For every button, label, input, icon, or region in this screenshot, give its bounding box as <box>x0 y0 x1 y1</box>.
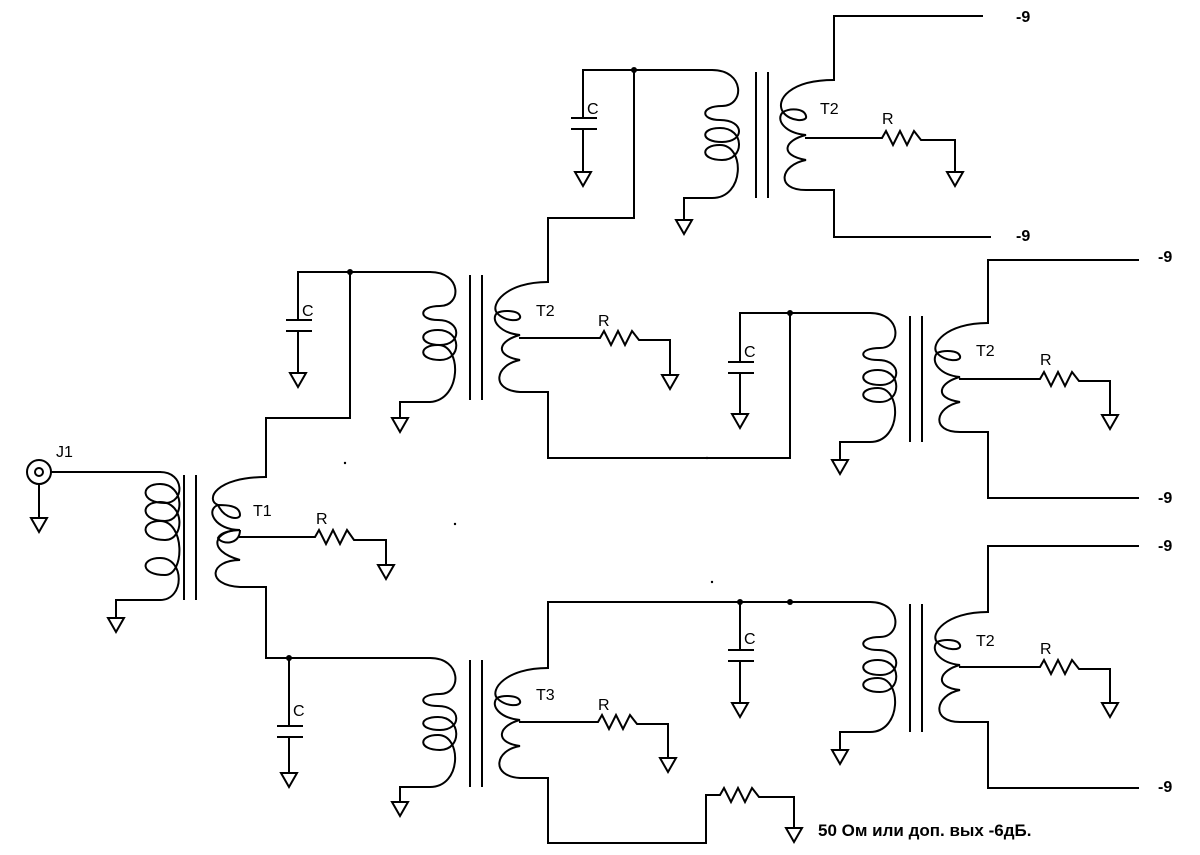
resistor-t2-top: R <box>805 111 965 189</box>
t2-bottom-right-label: T2 <box>976 633 995 650</box>
cap-label-mid: C <box>744 344 756 361</box>
jack-label: J1 <box>56 444 73 461</box>
transformer-t2-mid-right: C T2 <box>728 310 995 477</box>
output-label: -9 <box>1158 779 1172 796</box>
resistor-t2-upper: R <box>519 313 680 392</box>
res-label-top: R <box>882 111 894 128</box>
output-label: -9 <box>1158 249 1172 266</box>
t1-label: T1 <box>253 503 272 520</box>
res-label-t3: R <box>598 697 610 714</box>
transformer-t3: C T3 <box>277 655 555 819</box>
transformer-t2-bottom-right: C T2 <box>728 599 995 767</box>
res-label: R <box>598 313 610 330</box>
t1-res-label: R <box>316 511 328 528</box>
res-label-mid: R <box>1040 352 1052 369</box>
termination-note: 50 Ом или доп. вых -6дБ. <box>818 821 1031 840</box>
transformer-t2-upper: C T2 <box>286 269 555 435</box>
resistor-t3: R <box>519 697 678 775</box>
transformer-t1: T1 <box>106 471 272 635</box>
output-label: -9 <box>1016 228 1030 245</box>
res-label-br: R <box>1040 641 1052 658</box>
t2-mid-right-label: T2 <box>976 343 995 360</box>
t2-top-label: T2 <box>820 101 839 118</box>
cap-label: C <box>302 303 314 320</box>
resistor-t2-bottom-right: R <box>959 641 1120 720</box>
jack-j1: J1 <box>26 444 161 535</box>
cap-label-br: C <box>744 631 756 648</box>
cap-label-t3: C <box>293 703 305 720</box>
output-label: -9 <box>1158 538 1172 555</box>
cap-label-top: C <box>587 101 599 118</box>
output-label: -9 <box>1158 490 1172 507</box>
output-label: -9 <box>1016 9 1030 26</box>
resistor-t2-mid-right: R <box>959 352 1120 432</box>
resistor-t1: R <box>239 511 396 582</box>
t2-upper-label: T2 <box>536 303 555 320</box>
transformer-t2-top: C T2 <box>571 67 839 237</box>
t3-label: T3 <box>536 687 555 704</box>
